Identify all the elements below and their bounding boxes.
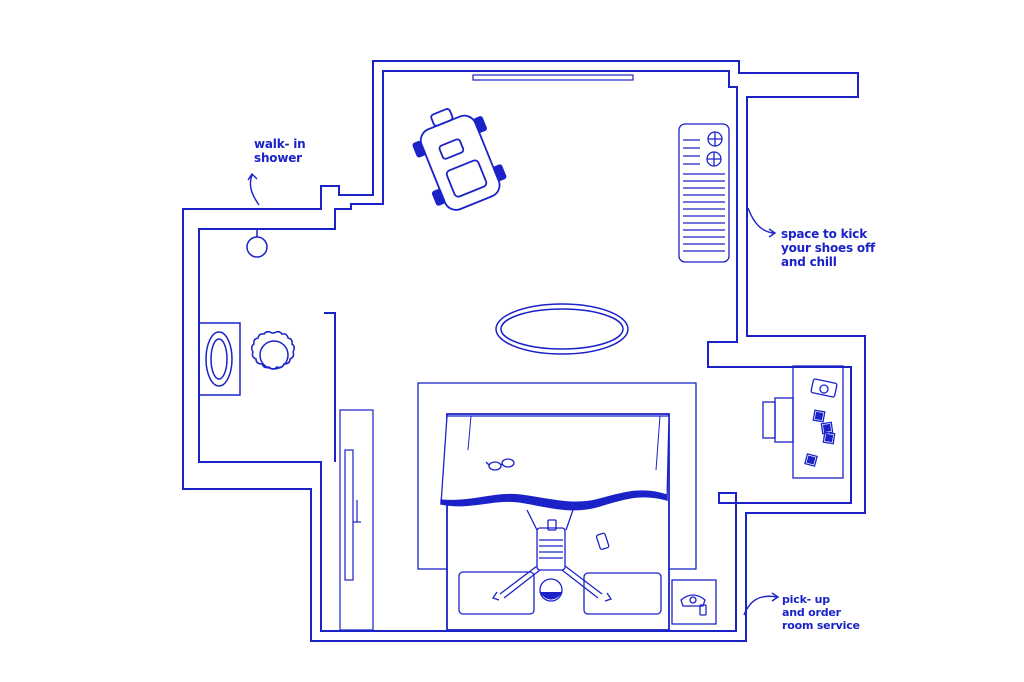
suitcase <box>412 108 507 211</box>
label-line: and order <box>782 606 841 619</box>
glasses-icon <box>485 458 515 471</box>
label-line: space to kick <box>781 227 868 241</box>
window-mark <box>472 74 634 81</box>
oval-rug <box>495 303 629 355</box>
label-line: pick- up <box>782 593 830 606</box>
label-walk-in-shower: walk- in shower <box>254 137 306 165</box>
sink <box>250 330 296 370</box>
bathroom-partition <box>324 312 336 462</box>
label-line: shower <box>254 151 302 165</box>
desk <box>762 365 844 479</box>
phone-icon <box>595 532 610 550</box>
arrow-shoes <box>747 207 775 234</box>
bathtub <box>198 322 241 396</box>
label-line: room service <box>782 619 860 632</box>
pillow <box>583 572 662 615</box>
wardrobe <box>339 409 374 631</box>
bed <box>417 382 697 631</box>
photo-icon <box>804 453 818 467</box>
photo-icon <box>822 431 836 445</box>
camera-icon <box>810 378 838 398</box>
arrow-service <box>743 595 778 616</box>
person-lying <box>491 506 613 602</box>
label-room-service: pick- up and order room service <box>782 593 860 632</box>
inner-wall <box>198 70 852 632</box>
pillow <box>458 571 535 615</box>
outer-wall <box>182 60 866 642</box>
arrow-shower <box>249 174 260 206</box>
nightstand <box>671 579 717 625</box>
photo-icon <box>812 409 826 423</box>
lounge-bench <box>678 123 730 263</box>
label-line: your shoes off <box>781 241 875 255</box>
label-line: walk- in <box>254 137 306 151</box>
shower-drain <box>246 229 268 258</box>
chair <box>762 401 776 439</box>
label-line: and chill <box>781 255 837 269</box>
label-space-to-kick-shoes: space to kick your shoes off and chill <box>781 227 875 269</box>
